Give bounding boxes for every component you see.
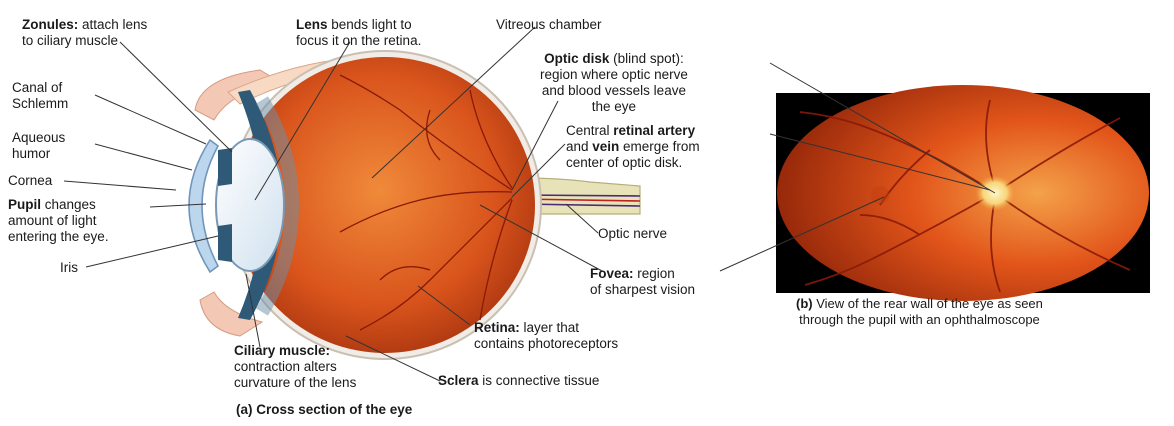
fovea-text-2: of sharpest vision bbox=[590, 282, 695, 297]
optic-disk-term: Optic disk bbox=[544, 51, 609, 66]
fovea-term: Fovea: bbox=[590, 266, 634, 281]
caption-a-text: (a) Cross section of the eye bbox=[236, 402, 412, 417]
artery-text: Central bbox=[566, 123, 613, 138]
artery-text-4: center of optic disk. bbox=[566, 155, 682, 170]
zonules-term: Zonules: bbox=[22, 17, 78, 32]
caption-b-line-1: (b) View of the rear wall of the eye as … bbox=[796, 296, 1043, 311]
cornea bbox=[189, 140, 218, 272]
label-sclera: Sclera is connective tissue bbox=[438, 373, 599, 389]
retina-text: layer that bbox=[520, 320, 579, 335]
caption-b-line-2: through the pupil with an ophthalmoscope bbox=[799, 312, 1040, 327]
artery-term: retinal artery bbox=[613, 123, 695, 138]
optic-disk-text-4: the eye bbox=[592, 99, 636, 114]
cornea-text: Cornea bbox=[8, 173, 52, 188]
ciliary-text-2: contraction alters bbox=[234, 359, 337, 374]
pupil-text-3: entering the eye. bbox=[8, 229, 109, 244]
label-cornea: Cornea bbox=[8, 173, 52, 189]
zonules-text: attach lens bbox=[78, 17, 147, 32]
caption-a: (a) Cross section of the eye bbox=[236, 402, 412, 418]
label-pupil: Pupil changes amount of light entering t… bbox=[8, 197, 109, 245]
label-optic-disk: Optic disk (blind spot): region where op… bbox=[540, 51, 688, 115]
label-lens: Lens bends light to focus it on the reti… bbox=[296, 17, 421, 49]
retina-term: Retina: bbox=[474, 320, 520, 335]
optic-disk-text-3: and blood vessels leave bbox=[542, 83, 686, 98]
zonules-text-2: to ciliary muscle bbox=[22, 33, 118, 48]
label-ciliary-muscle: Ciliary muscle: contraction alters curva… bbox=[234, 343, 356, 391]
pupil-text: changes bbox=[41, 197, 96, 212]
canal-line-1: Canal of bbox=[12, 80, 62, 95]
retina-text-2: contains photoreceptors bbox=[474, 336, 618, 351]
vitreous-text: Vitreous chamber bbox=[496, 17, 602, 32]
iris-text: Iris bbox=[60, 260, 78, 275]
optic-disk-text-2: region where optic nerve bbox=[540, 67, 688, 82]
pupil-term: Pupil bbox=[8, 197, 41, 212]
ciliary-term: Ciliary muscle: bbox=[234, 343, 330, 358]
artery-text-2: and bbox=[566, 139, 592, 154]
artery-text-3: emerge from bbox=[619, 139, 699, 154]
label-canal-of-schlemm: Canal of Schlemm bbox=[12, 80, 68, 112]
caption-b: (b) View of the rear wall of the eye as … bbox=[796, 296, 1043, 328]
vein-term: vein bbox=[592, 139, 619, 154]
sclera-term: Sclera bbox=[438, 373, 479, 388]
optic-nerve-text: Optic nerve bbox=[598, 226, 667, 241]
label-vitreous-chamber: Vitreous chamber bbox=[496, 17, 602, 33]
fovea-text: region bbox=[634, 266, 675, 281]
canal-line-2: Schlemm bbox=[12, 96, 68, 111]
aqueous-line-2: humor bbox=[12, 146, 50, 161]
label-retinal-artery: Central retinal artery and vein emerge f… bbox=[566, 123, 700, 171]
label-fovea: Fovea: region of sharpest vision bbox=[590, 266, 695, 298]
lens-term: Lens bbox=[296, 17, 328, 32]
label-retina: Retina: layer that contains photorecepto… bbox=[474, 320, 618, 352]
sclera-text: is connective tissue bbox=[479, 373, 600, 388]
ciliary-text-3: curvature of the lens bbox=[234, 375, 356, 390]
optic-disk-text: (blind spot): bbox=[609, 51, 683, 66]
lens-text-2: focus it on the retina. bbox=[296, 33, 421, 48]
pupil-text-2: amount of light bbox=[8, 213, 97, 228]
label-optic-nerve: Optic nerve bbox=[598, 226, 667, 242]
lens-text: bends light to bbox=[328, 17, 412, 32]
label-aqueous-humor: Aqueous humor bbox=[12, 130, 65, 162]
label-zonules: Zonules: attach lens to ciliary muscle bbox=[22, 17, 147, 49]
aqueous-line-1: Aqueous bbox=[12, 130, 65, 145]
label-iris: Iris bbox=[60, 260, 78, 276]
